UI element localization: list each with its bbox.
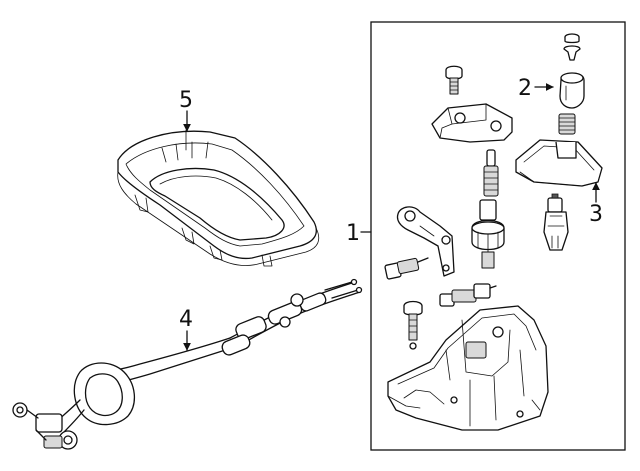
callout-3[interactable]: 3	[589, 182, 603, 227]
assembly-frame	[370, 21, 626, 451]
shift-knob-part	[558, 33, 585, 135]
shift-cable-part	[12, 278, 363, 450]
shift-housing-cap-part	[515, 139, 603, 251]
console-bezel-part	[117, 129, 320, 267]
callout-3-label: 3	[589, 202, 603, 227]
callout-4-label: 4	[179, 307, 193, 332]
shifter-assembly-part	[384, 65, 549, 431]
callout-5[interactable]: 5	[179, 88, 193, 132]
callout-1-label: 1	[346, 221, 360, 246]
callout-2-label: 2	[518, 76, 532, 101]
callout-4[interactable]: 4	[179, 307, 193, 351]
callout-1[interactable]: 1	[346, 221, 372, 246]
callout-2[interactable]: 2	[518, 76, 554, 101]
callout-5-label: 5	[179, 88, 193, 113]
